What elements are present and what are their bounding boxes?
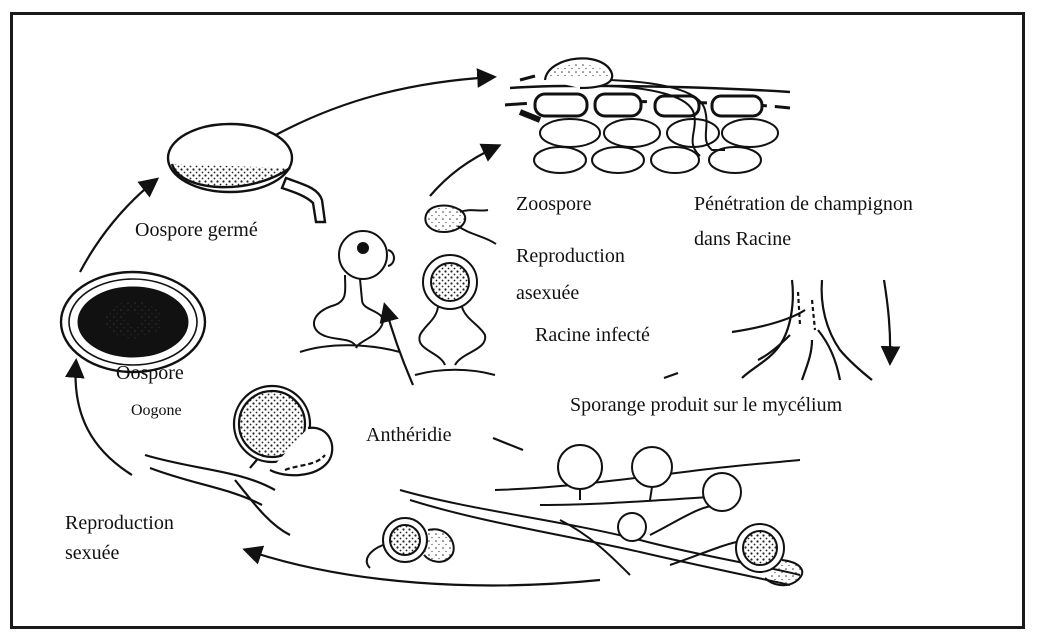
label-antheridie: Anthéridie: [366, 424, 452, 447]
label-penetration-line1: Pénétration de champignon: [694, 193, 913, 216]
label-sporange: Sporange produit sur le mycélium: [570, 394, 842, 417]
dash-near-sporange: [664, 373, 678, 378]
label-oogone: Oogone: [131, 402, 182, 420]
label-oospore-germe: Oospore germé: [135, 219, 258, 242]
label-oospore: Oospore: [116, 362, 184, 385]
germinated-oospore-drawing: [168, 124, 325, 222]
sporangium-right-drawing: [415, 255, 495, 375]
label-repro-sexuee-line2: sexuée: [65, 542, 119, 565]
infected-root-drawing: [732, 280, 872, 380]
arrow-antheridie-up: [385, 306, 413, 385]
mycelium-drawing: [367, 445, 802, 585]
arrow-germ-to-penetration: [272, 77, 493, 137]
sporangium-left-drawing: [300, 231, 400, 352]
label-repro-asexuee-line2: asexuée: [516, 282, 579, 305]
dash-near-antheridie: [493, 438, 523, 450]
arrow-root-down: [884, 280, 890, 362]
arrow-zoospore-to-root: [430, 146, 498, 196]
label-penetration-line2: dans Racine: [694, 228, 791, 251]
label-zoospore: Zoospore: [516, 193, 592, 216]
label-repro-sexuee-line1: Reproduction: [65, 512, 174, 535]
root-cortex-drawing: [505, 58, 790, 173]
arrow-mycelium-to-sexual: [246, 550, 600, 585]
zoospore-drawing: [425, 206, 496, 244]
label-racine-infecte: Racine infecté: [535, 324, 650, 347]
label-repro-asexuee-line1: Reproduction: [516, 245, 625, 268]
oospore-drawing: [61, 272, 205, 372]
